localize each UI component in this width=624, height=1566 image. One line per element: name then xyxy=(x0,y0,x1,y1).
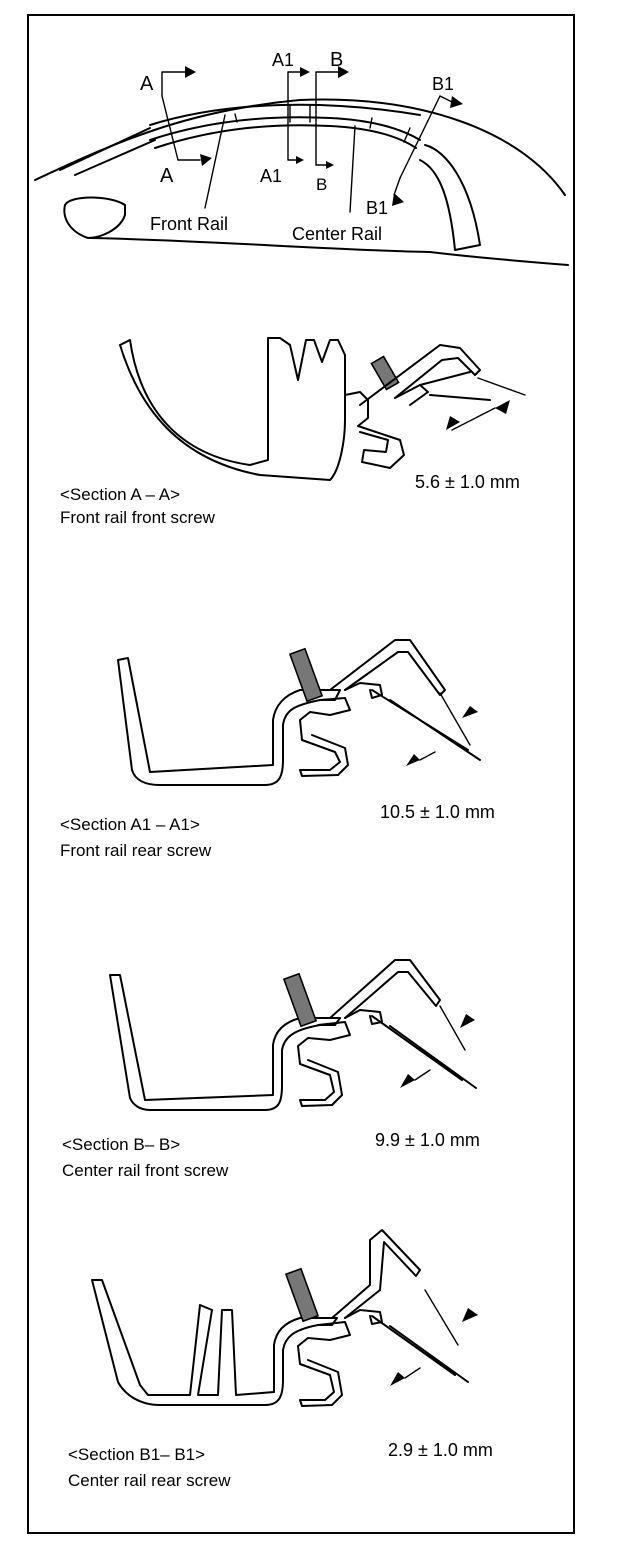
section-b-b-title: <Section B– B> xyxy=(62,1135,180,1154)
section-a-a-dimension: 5.6 ± 1.0 mm xyxy=(415,472,520,492)
section-a1-a1-title: <Section A1 – A1> xyxy=(60,815,200,834)
section-a-a-title: <Section A – A> xyxy=(60,485,180,504)
front-rail-leader xyxy=(204,114,226,209)
mark-a1-bottom: A1 xyxy=(260,166,282,186)
section-a1-a1-drawing xyxy=(117,639,481,786)
section-a1-a1-dimension: 10.5 ± 1.0 mm xyxy=(380,802,495,822)
mark-b1-top: B1 xyxy=(432,74,454,94)
center-rail-label: Center Rail xyxy=(292,224,382,244)
section-a-a-drawing xyxy=(119,337,526,481)
section-b-b-caption: Center rail front screw xyxy=(62,1161,229,1180)
front-body xyxy=(63,196,126,239)
mark-b1-bottom: B1 xyxy=(366,198,388,218)
section-b1-b1-dimension: 2.9 ± 1.0 mm xyxy=(388,1440,493,1460)
mark-b-bottom: B xyxy=(316,175,327,194)
section-b-b-dimension: 9.9 ± 1.0 mm xyxy=(375,1130,480,1150)
mark-a-bottom: A xyxy=(160,165,174,187)
center-rail xyxy=(329,117,421,141)
mark-a-top: A xyxy=(140,73,154,95)
roof-inner-line xyxy=(149,103,421,126)
roof-outline xyxy=(34,98,566,196)
section-a-a-caption: Front rail front screw xyxy=(60,508,216,527)
front-rail-lower xyxy=(154,124,331,149)
section-b1-b1-title: <Section B1– B1> xyxy=(68,1445,205,1464)
door-pillar xyxy=(419,144,481,251)
section-b-b-drawing xyxy=(109,959,477,1111)
mark-b-top: B xyxy=(330,49,343,71)
clip-marks xyxy=(234,105,411,143)
section-b1-b1-caption: Center rail rear screw xyxy=(68,1471,231,1490)
windshield-edge-2 xyxy=(74,139,156,176)
section-a1-a1-caption: Front rail rear screw xyxy=(60,841,212,860)
body-line xyxy=(89,237,569,266)
section-marks: A A A1 A1 B B B1 B1 xyxy=(140,49,463,218)
section-b1-b1-drawing xyxy=(91,1229,478,1407)
center-rail-lower xyxy=(329,125,417,149)
front-rail-label: Front Rail xyxy=(150,214,228,234)
mark-a1-top: A1 xyxy=(272,50,294,70)
windshield-edge xyxy=(59,127,151,171)
car-roof-overview xyxy=(34,98,569,266)
center-rail-leader xyxy=(349,125,356,213)
